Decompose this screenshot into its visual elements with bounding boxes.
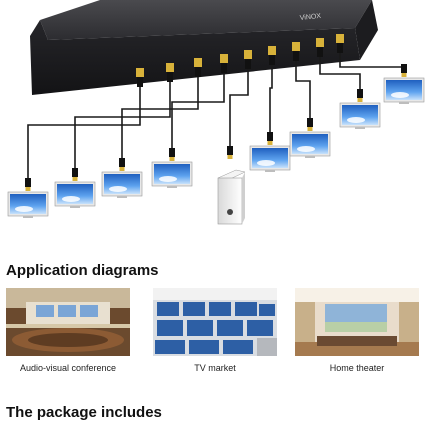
display-outputs — [7, 77, 425, 218]
tv-display-9 — [383, 77, 425, 104]
tv-display-4 — [151, 161, 193, 188]
splitter-connection-diagram: ViNOX — [7, 0, 425, 225]
hdmi-cable-4 — [171, 73, 225, 148]
cable-end-tip-4 — [169, 157, 175, 161]
hdmi-cable-8 — [319, 57, 361, 89]
hdmi-plug-6 — [269, 55, 275, 65]
cable-end-plug-1 — [25, 178, 31, 187]
cable-end-plug-9 — [401, 64, 407, 73]
cable-end-plug-4 — [169, 148, 175, 157]
tv-display-3 — [101, 171, 143, 198]
cable-end-tip-1 — [25, 187, 31, 191]
hdmi-plug-8 — [317, 47, 323, 57]
hdmi-cable-7 — [295, 61, 311, 118]
home-theater-photo — [295, 288, 419, 356]
splitter-front-face — [30, 20, 360, 95]
tv-market-caption: TV market — [194, 363, 236, 373]
cable-end-plug-2 — [72, 168, 78, 177]
hdmi-plug-4 — [221, 63, 227, 73]
cable-end-plug-6 — [267, 132, 273, 141]
hdmi-port-5 — [244, 50, 252, 59]
cable-end-plug-8 — [357, 89, 363, 98]
hdmi-plug-9 — [337, 43, 343, 53]
conference-caption: Audio-visual conference — [19, 363, 117, 373]
hdmi-port-3 — [194, 58, 202, 67]
hdmi-port-1 — [136, 68, 144, 77]
hdmi-plug-7 — [293, 51, 299, 61]
hdmi-port-9 — [336, 34, 344, 43]
hdmi-cable-5 — [229, 69, 249, 146]
brand-logo: ViNOX — [299, 13, 321, 22]
hdmi-cable-3 — [121, 77, 199, 158]
cable-end-plug-5 — [227, 146, 233, 155]
hdmi-cables — [25, 53, 407, 191]
hdmi-port-8 — [316, 38, 324, 47]
conference-room-photo — [6, 288, 130, 356]
hdmi-port-row — [136, 34, 344, 87]
hdmi-port-6 — [268, 46, 276, 55]
hdmi-port-4 — [220, 54, 228, 63]
cable-end-tip-2 — [72, 177, 78, 181]
hdmi-plug-5 — [245, 59, 251, 69]
tv-display-8 — [339, 102, 381, 129]
hdmi-plug-1 — [137, 77, 143, 87]
package-includes-heading: The package includes — [6, 404, 162, 421]
cable-end-tip-7 — [307, 127, 313, 131]
cable-end-plug-3 — [119, 158, 125, 167]
application-diagrams-heading: Application diagrams — [6, 262, 159, 279]
cable-end-plug-7 — [307, 118, 313, 127]
hdmi-port-2 — [166, 63, 174, 72]
tv-display-2 — [54, 181, 96, 208]
splitter-top-face — [40, 0, 372, 40]
hdmi-plug-3 — [195, 67, 201, 77]
cable-end-tip-8 — [357, 98, 363, 102]
tv-display-6 — [249, 145, 291, 172]
hdmi-cable-6 — [269, 65, 273, 132]
hdmi-port-7 — [292, 42, 300, 51]
hdmi-plug-2 — [167, 72, 173, 82]
tv-market-photo — [153, 288, 277, 356]
cable-end-tip-3 — [119, 167, 125, 171]
splitter-side-face — [355, 0, 378, 60]
hdmi-cable-1 — [27, 87, 141, 178]
tv-display-7 — [289, 131, 331, 158]
cable-end-tip-9 — [401, 73, 407, 77]
tv-display-1 — [7, 191, 49, 218]
home-theater-caption: Home theater — [329, 363, 385, 373]
cable-end-tip-6 — [267, 141, 273, 145]
cable-end-tip-5 — [227, 155, 233, 159]
source-pc-icon — [217, 169, 246, 225]
